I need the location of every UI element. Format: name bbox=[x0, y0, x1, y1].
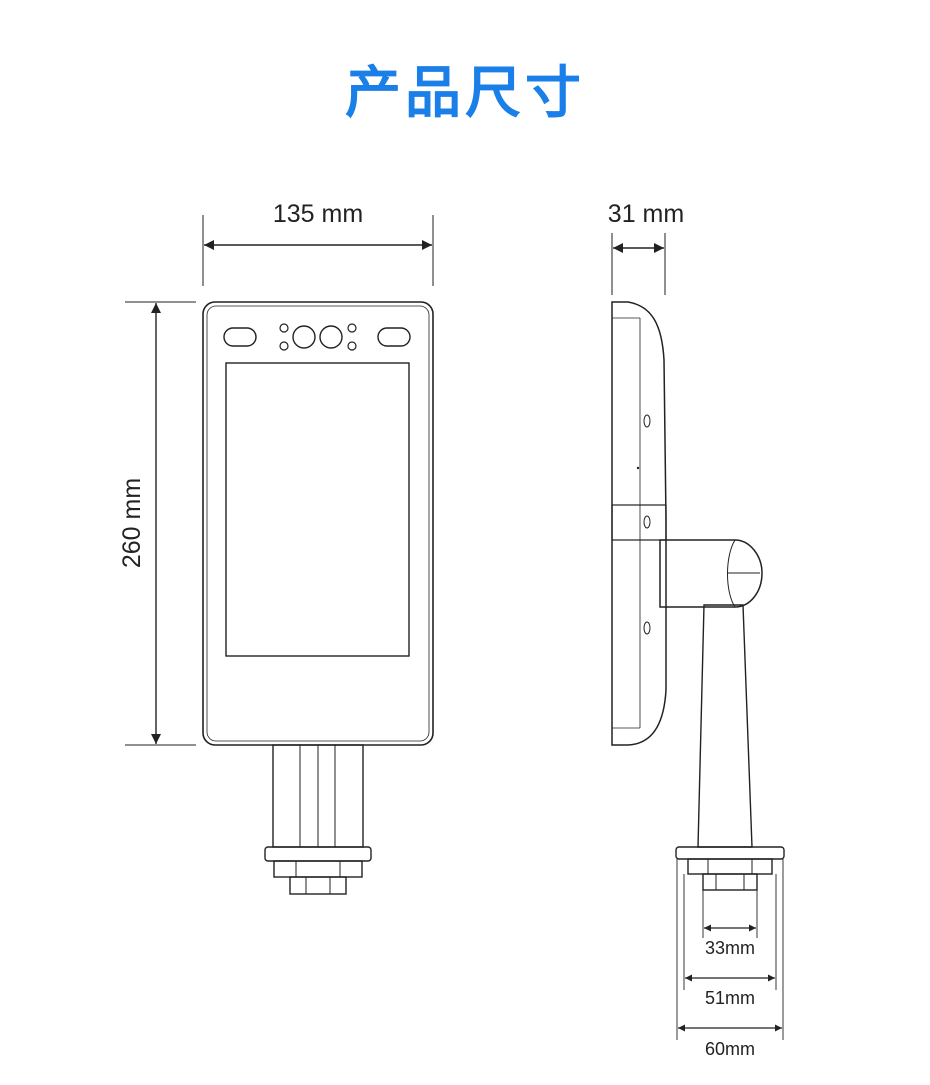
side-elbow bbox=[659, 539, 763, 608]
front-view: 135 mm 260 mm bbox=[118, 200, 434, 895]
camera-right bbox=[319, 325, 343, 349]
camera-left bbox=[292, 325, 316, 349]
d-mid-label: 51mm bbox=[705, 988, 755, 1008]
depth-label: 31 mm bbox=[608, 200, 684, 228]
side-view: 31 mm 33mm bbox=[608, 200, 785, 1059]
side-nut bbox=[687, 858, 773, 875]
right-sensor bbox=[377, 327, 411, 347]
d-outer-label: 60mm bbox=[705, 1039, 755, 1059]
height-label: 260 mm bbox=[118, 478, 146, 568]
width-label: 135 mm bbox=[273, 200, 363, 228]
front-nut bbox=[273, 860, 363, 878]
side-body bbox=[611, 301, 667, 746]
front-thread bbox=[289, 876, 347, 895]
left-sensor bbox=[223, 327, 257, 347]
front-screen bbox=[225, 362, 410, 657]
page-title: 产品尺寸 bbox=[345, 61, 585, 126]
front-flange bbox=[264, 846, 372, 862]
side-thread bbox=[702, 873, 758, 891]
front-body bbox=[202, 301, 434, 746]
side-flange bbox=[675, 846, 785, 860]
side-pole bbox=[697, 604, 753, 848]
d-inner-label: 33mm bbox=[705, 938, 755, 958]
